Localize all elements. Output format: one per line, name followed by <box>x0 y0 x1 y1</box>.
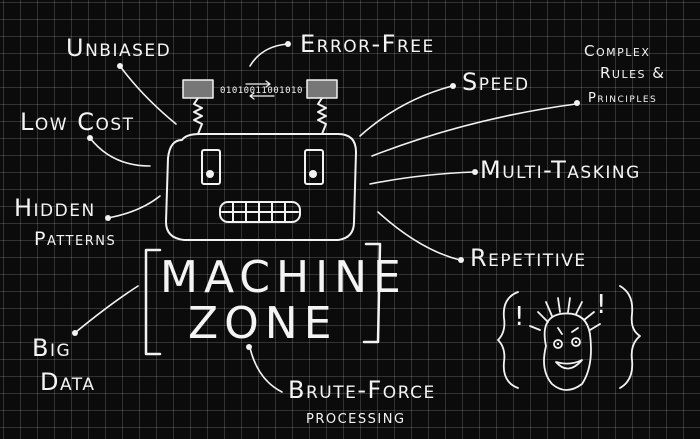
connector-big-data <box>75 285 139 333</box>
connector-brute-force <box>249 347 283 393</box>
label-low-cost: Low Cost <box>20 108 135 136</box>
robot-right-eye <box>304 149 324 185</box>
label-speed: Speed <box>462 68 530 96</box>
exclamation-left: ! <box>514 302 526 332</box>
robot-head <box>165 133 357 241</box>
label-big-data-2: Data <box>40 368 96 396</box>
machine-zone-title-line1: MACHINE <box>160 252 407 303</box>
connector-unbiased <box>119 65 177 125</box>
binary-arrow-upper <box>245 80 271 88</box>
robot-right-pupil <box>309 170 317 178</box>
label-brute-force-2: processing <box>306 406 406 428</box>
connector-low-cost <box>89 137 151 167</box>
connector-speed <box>359 85 453 137</box>
connector-complex <box>371 103 577 157</box>
connector-error-free <box>249 43 289 67</box>
worried-face-doodle <box>497 285 641 391</box>
label-repetitive: Repetitive <box>470 244 587 272</box>
label-complex-rules-1: Complex <box>584 42 651 60</box>
label-error-free: Error-Free <box>300 30 435 58</box>
connector-repetitive <box>377 211 461 261</box>
machine-zone-title-line2: ZONE <box>188 298 338 349</box>
robot-right-antenna-spring <box>317 97 327 135</box>
connectors <box>72 41 580 393</box>
label-multi-tasking: Multi-Tasking <box>480 156 641 184</box>
binary-arrow-lower <box>249 92 275 100</box>
right-bracket <box>362 242 382 344</box>
label-hidden-patterns-1: Hidden <box>14 194 96 222</box>
robot-mouth <box>219 201 301 223</box>
robot-left-antenna-box <box>182 79 214 99</box>
connector-hidden <box>107 195 161 219</box>
robot-left-eye <box>201 149 221 185</box>
label-unbiased: Unbiased <box>66 34 172 62</box>
label-big-data-1: Big <box>32 334 72 362</box>
label-hidden-patterns-2: Patterns <box>34 228 117 250</box>
label-complex-rules-2: Rules & <box>600 64 666 82</box>
label-brute-force-1: Brute-Force <box>288 376 436 404</box>
robot-left-antenna-spring <box>193 97 203 135</box>
label-complex-rules-3: Principles <box>588 91 658 106</box>
robot-binary-text: 01010011001010 <box>220 86 303 96</box>
exclamation-right: ! <box>596 290 608 320</box>
robot-left-pupil <box>206 170 214 178</box>
connector-multi <box>369 171 475 185</box>
robot-right-antenna-box <box>306 79 338 99</box>
left-bracket <box>144 248 162 356</box>
